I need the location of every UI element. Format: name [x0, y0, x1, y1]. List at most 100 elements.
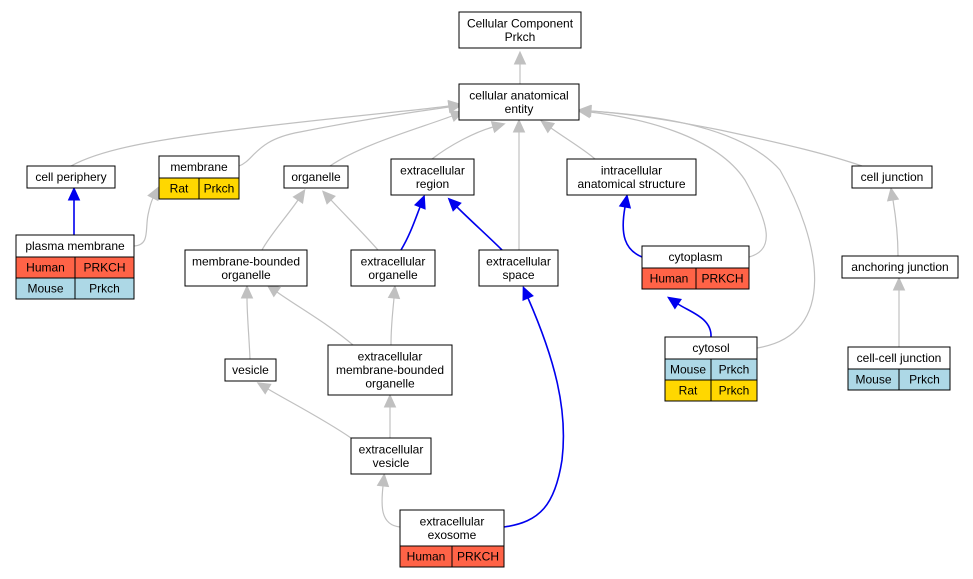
edge-ecmbo-to-ecorg [387, 284, 401, 346]
node-label: cell-cell junction [857, 351, 942, 365]
node-label: membrane [170, 160, 228, 174]
edge-anchoring-to-junction [886, 187, 900, 257]
node-periphery[interactable]: cell periphery [26, 165, 116, 189]
species-cell [198, 177, 240, 200]
species-name: Mouse [670, 363, 706, 377]
arrowhead [447, 100, 463, 114]
node-label: extracellular [359, 442, 424, 456]
node-organelle[interactable]: organelle [283, 165, 349, 189]
gene-symbol: Prkch [204, 182, 235, 196]
arrowhead [886, 187, 900, 202]
arrowhead [321, 190, 336, 205]
species-name: Mouse [27, 282, 63, 296]
arrowhead [266, 284, 282, 298]
arrowhead [540, 120, 556, 134]
node-label: entity [505, 102, 534, 116]
arrowhead [256, 382, 272, 395]
node-label: organelle [291, 170, 341, 184]
edge-ccj-to-anchoring [892, 276, 906, 347]
arrowhead [490, 121, 506, 134]
node-label: region [416, 177, 449, 191]
species-name: Rat [170, 182, 189, 196]
node-label: organelle [365, 377, 415, 391]
node-label: membrane-bounded [192, 254, 300, 268]
node-label: membrane-bounded [336, 363, 444, 377]
edge-plasma-to-membrane [133, 186, 159, 247]
species-name: Human [26, 261, 65, 275]
node-label: Cellular Component [467, 16, 574, 30]
arrowhead [892, 276, 906, 291]
edge-exosome-to-ecspace [503, 285, 565, 528]
node-label: vesicle [232, 363, 269, 377]
edge-mbo-to-organelle [261, 189, 306, 251]
node-label: cytoplasm [668, 250, 722, 264]
arrowhead [292, 189, 306, 204]
species-cell [710, 379, 758, 402]
gene-symbol: Prkch [719, 363, 750, 377]
species-name: Human [407, 550, 446, 564]
edge-membrane-to-cae [238, 100, 463, 167]
arrowhead [512, 118, 526, 133]
node-label: extracellular [486, 254, 551, 268]
gene-symbol: PRKCH [701, 272, 743, 286]
arrowhead [147, 186, 159, 202]
node-label: space [502, 268, 534, 282]
edge-ecvesicle-to-vesicle [256, 382, 352, 439]
node-label: intracellular [601, 163, 662, 177]
arrowhead [376, 472, 390, 488]
edge-cytoplasm-to-intracellular [618, 194, 643, 258]
arrowhead [413, 194, 426, 210]
arrowhead [383, 393, 397, 408]
edge-junction-to-cae [577, 104, 863, 167]
edge-intracellular-to-cae [540, 120, 596, 160]
edge-cytosol-to-cytoplasm [667, 296, 712, 338]
node-label: organelle [368, 268, 418, 282]
edge-exosome-to-ecvesicle [376, 472, 401, 528]
edge-vesicle-to-mbo [240, 284, 254, 360]
node-label: extracellular [361, 254, 426, 268]
species-name: Mouse [855, 373, 891, 387]
node-label: extracellular [358, 350, 423, 364]
gene-symbol: Prkch [89, 282, 120, 296]
edge-ecmbo-to-mbo [266, 284, 354, 346]
gene-symbol: PRKCH [457, 550, 499, 564]
species-cell [451, 545, 505, 568]
node-vesicle[interactable]: vesicle [224, 358, 277, 382]
species-name: Rat [679, 384, 698, 398]
arrowhead [667, 296, 682, 310]
edge-plasma-to-periphery [67, 186, 81, 235]
species-cell [898, 368, 951, 391]
species-name: Human [650, 272, 689, 286]
edge-ecspace-to-cae [512, 118, 526, 250]
node-junction[interactable]: cell junction [851, 165, 933, 189]
node-label: cell junction [861, 170, 924, 184]
node-label: cytosol [692, 341, 729, 355]
edge-ecvesicle-to-ecmbo [383, 393, 397, 438]
node-label: cellular anatomical [469, 88, 568, 102]
edge-ecregion-to-cae [431, 121, 506, 160]
edge-ecspace-to-ecregion [447, 197, 503, 251]
node-label: exosome [428, 528, 477, 542]
gene-symbol: PRKCH [83, 261, 125, 275]
node-label: Prkch [505, 30, 536, 44]
arrowhead [387, 284, 401, 300]
node-label: plasma membrane [25, 239, 125, 253]
node-anchoring[interactable]: anchoring junction [841, 255, 959, 279]
edge-organelle-to-cae [329, 110, 465, 167]
arrowhead [577, 104, 592, 118]
